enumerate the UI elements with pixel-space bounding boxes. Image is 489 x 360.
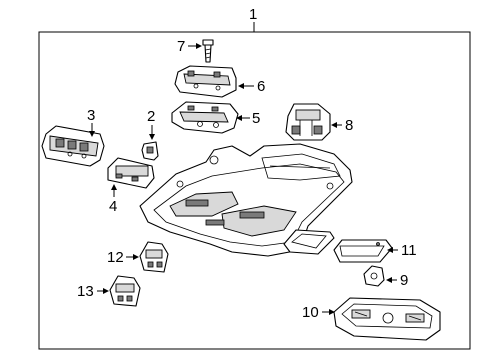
callout-5: 5 <box>236 110 260 127</box>
part-7-screw <box>202 39 214 63</box>
callout-13: 13 <box>77 283 109 300</box>
svg-text:11: 11 <box>401 242 417 259</box>
part-9-hook <box>363 265 385 287</box>
callout-9: 9 <box>386 272 408 289</box>
svg-text:1: 1 <box>249 6 257 23</box>
svg-text:8: 8 <box>345 117 353 134</box>
part-2-clip <box>141 141 159 161</box>
svg-text:13: 13 <box>77 283 94 300</box>
part-5-plate <box>171 101 239 134</box>
svg-text:12: 12 <box>107 249 124 266</box>
lens-cover <box>283 229 335 255</box>
callout-3: 3 <box>87 107 95 137</box>
callout-1: 1 <box>249 6 257 32</box>
svg-text:9: 9 <box>400 272 408 289</box>
callout-10: 10 <box>302 304 335 321</box>
callout-8: 8 <box>331 117 353 134</box>
callout-2: 2 <box>147 108 155 140</box>
svg-text:5: 5 <box>252 110 260 127</box>
part-11-panel <box>333 239 393 263</box>
part-13-connector <box>109 275 141 307</box>
part-10-lamp <box>333 297 441 341</box>
part-12-connector <box>139 241 169 273</box>
svg-text:4: 4 <box>109 198 117 215</box>
callout-4: 4 <box>109 184 117 215</box>
part-8-module <box>285 103 331 141</box>
callout-7: 7 <box>177 38 202 55</box>
svg-text:7: 7 <box>177 38 185 55</box>
part-3-switch <box>41 125 105 167</box>
svg-text:2: 2 <box>147 108 155 125</box>
svg-text:3: 3 <box>87 107 95 124</box>
part-6-bracket <box>174 65 237 98</box>
callout-12: 12 <box>107 249 139 266</box>
part-4-module <box>107 157 155 189</box>
svg-text:10: 10 <box>302 304 319 321</box>
callout-11: 11 <box>387 242 417 259</box>
svg-text:6: 6 <box>257 78 265 95</box>
overhead-console-housing <box>139 143 353 257</box>
callout-6: 6 <box>238 78 265 95</box>
